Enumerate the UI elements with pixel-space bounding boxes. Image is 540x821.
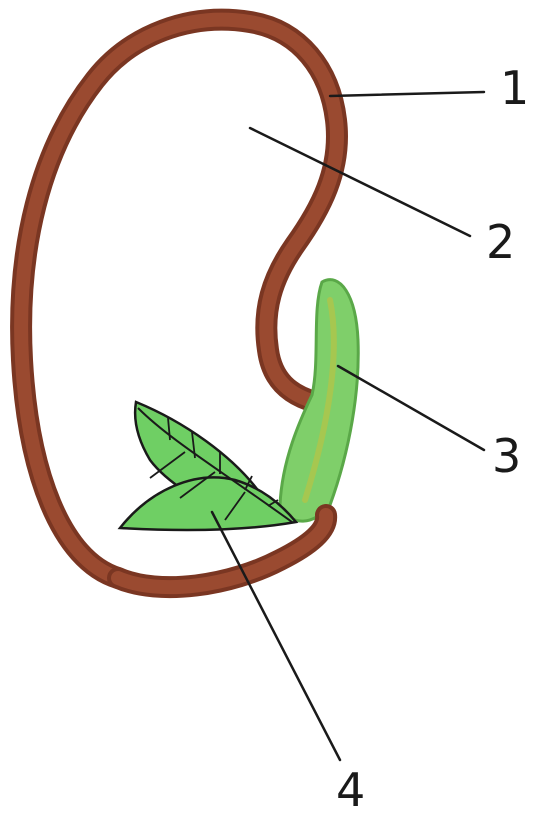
plumule-leaf-front	[120, 477, 296, 530]
plumule	[120, 402, 296, 530]
leader-line-4	[212, 512, 340, 760]
label-1: 1	[500, 61, 529, 115]
label-2: 2	[486, 215, 515, 269]
leader-line-2	[250, 128, 470, 236]
label-4: 4	[336, 763, 365, 817]
leader-line-3	[338, 366, 484, 450]
leader-line-1	[330, 92, 484, 96]
label-3: 3	[492, 429, 521, 483]
